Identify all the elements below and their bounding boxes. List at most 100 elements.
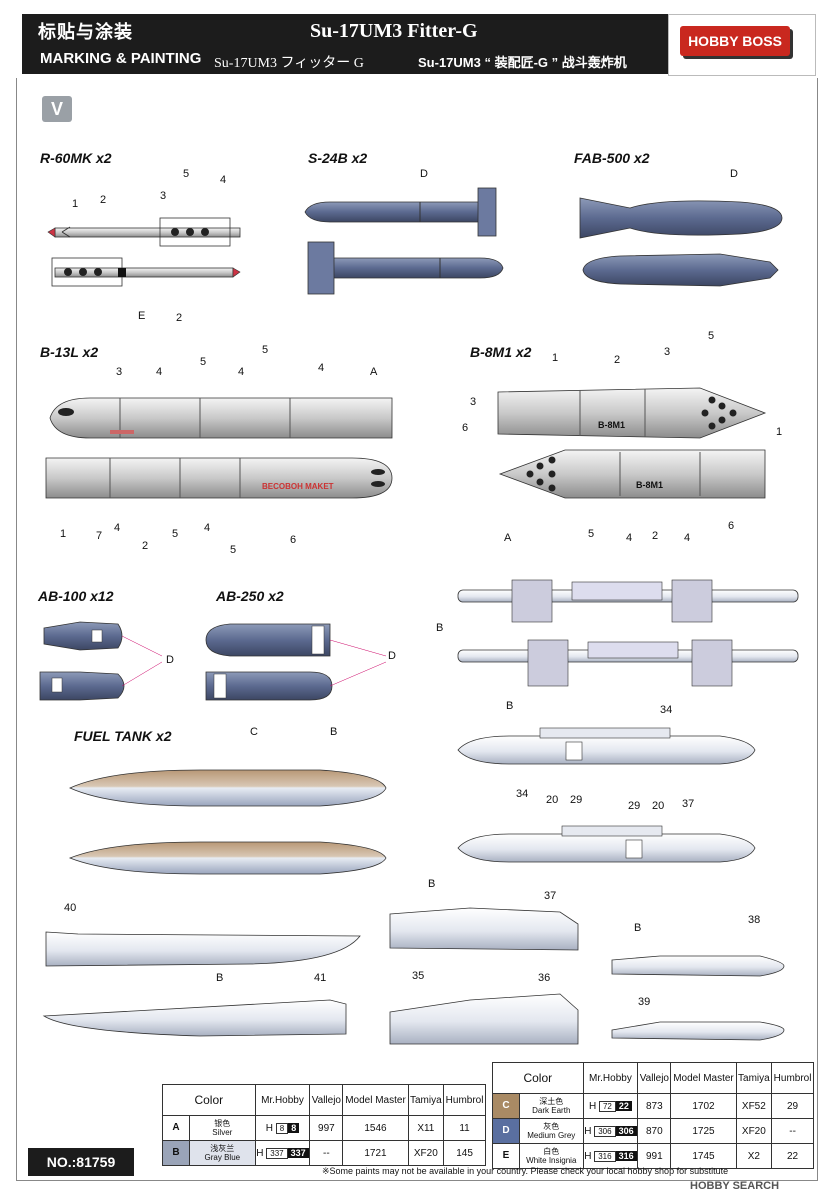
col-header-humbrol: Humbrol xyxy=(443,1084,486,1116)
callout: 4 xyxy=(204,522,211,534)
col-header-color: Color xyxy=(492,1062,584,1094)
rack-body-1 xyxy=(457,727,756,765)
callout: 34 xyxy=(660,704,673,716)
callout: 3 xyxy=(664,346,671,358)
tamiya-value: X11 xyxy=(407,1115,445,1141)
humbrol-value: -- xyxy=(771,1118,814,1144)
b8-marking-2: B-8M1 xyxy=(636,480,664,490)
callout: 1 xyxy=(776,426,783,438)
title-s24: S-24B x2 xyxy=(308,150,368,166)
b8-pod-1 xyxy=(497,387,767,439)
tamiya-value: X2 xyxy=(735,1143,773,1169)
callout: 36 xyxy=(538,972,551,984)
title-r60: R-60MK x2 xyxy=(40,150,112,166)
mm-value: 1725 xyxy=(670,1118,737,1144)
fuel-tank-2 xyxy=(68,841,387,875)
mm-value: 1546 xyxy=(342,1115,409,1141)
callout: 4 xyxy=(220,174,227,186)
callout: 2 xyxy=(614,354,621,366)
hobby-num: 306 xyxy=(615,1125,637,1136)
title-ab250: AB-250 x2 xyxy=(216,588,284,604)
paint-disclaimer: ※Some paints may not be available in you… xyxy=(322,1166,729,1176)
title-b8: B-8M1 x2 xyxy=(470,344,532,360)
callout: 6 xyxy=(728,520,735,532)
vallejo-value: -- xyxy=(309,1140,344,1166)
title-ab100: AB-100 x12 xyxy=(38,588,114,604)
callout: 4 xyxy=(114,522,121,534)
color-name-en: Gray Blue xyxy=(204,1153,241,1162)
hobby-num: 316 xyxy=(615,1150,637,1161)
fuel-tank-1 xyxy=(69,769,387,807)
col-header-vallejo: Vallejo xyxy=(309,1084,344,1116)
callout: B xyxy=(436,622,444,634)
tamiya-value: XF52 xyxy=(735,1093,773,1119)
color-name-cn: 灰色 xyxy=(543,1122,560,1131)
pylon-part-39 xyxy=(611,1021,785,1041)
callout: D xyxy=(420,168,428,180)
callout: 5 xyxy=(200,356,207,368)
callout: 5 xyxy=(708,330,715,342)
humbrol-value: 22 xyxy=(771,1143,814,1169)
ab100-bomb-1 xyxy=(43,621,123,651)
callout: 4 xyxy=(684,532,691,544)
callout: B xyxy=(428,878,436,890)
callout: D xyxy=(730,168,738,180)
hobby-num: 337 xyxy=(287,1147,309,1158)
b13-marking: BECOBOH MAKET xyxy=(262,482,334,491)
title-b13: B-13L x2 xyxy=(40,344,99,360)
tamiya-value: XF20 xyxy=(407,1140,445,1166)
hobby-num: 22 xyxy=(615,1100,632,1111)
swatch-d: D xyxy=(502,1125,510,1136)
hobby-code: 306 xyxy=(594,1125,616,1137)
color-name-cn: 深土色 xyxy=(539,1097,564,1106)
callout: 29 xyxy=(628,800,641,812)
hobby-num: 8 xyxy=(288,1122,300,1133)
b8-pod-2 xyxy=(498,449,766,499)
hobby-code: 316 xyxy=(594,1150,616,1162)
color-name-en: Dark Earth xyxy=(532,1106,571,1115)
mm-value: 1745 xyxy=(670,1143,737,1169)
fab500-bomb-1 xyxy=(579,197,783,239)
callout: 3 xyxy=(116,366,123,378)
swatch-e: E xyxy=(502,1150,510,1161)
color-name-en: White Insignia xyxy=(526,1156,577,1165)
b13-pod-1 xyxy=(49,397,393,439)
callout: 4 xyxy=(156,366,163,378)
watermark: HOBBY SEARCH xyxy=(690,1180,780,1192)
callout: B xyxy=(216,972,224,984)
title-cn: 标贴与涂装 xyxy=(38,22,133,42)
col-header-vallejo: Vallejo xyxy=(637,1062,672,1094)
ab250-bomb-2 xyxy=(205,671,333,701)
color-name-cn: 白色 xyxy=(543,1147,560,1156)
pylon-part-35 xyxy=(389,993,579,1045)
swatch-a: A xyxy=(165,1117,187,1139)
hobby-code: 8 xyxy=(275,1122,289,1134)
page-frame xyxy=(16,78,818,1181)
fab500-bomb-2 xyxy=(582,253,779,287)
callout: 20 xyxy=(652,800,665,812)
callout: C xyxy=(250,726,258,738)
callout: 6 xyxy=(462,422,469,434)
humbrol-value: 29 xyxy=(771,1093,814,1119)
callout: 2 xyxy=(100,194,107,206)
tamiya-value: XF20 xyxy=(735,1118,773,1144)
b8-marking-1: B-8M1 xyxy=(598,420,626,430)
s24-rocket-1 xyxy=(304,187,497,237)
ab250-bomb-1 xyxy=(205,623,331,657)
callout: 2 xyxy=(176,312,183,324)
callout: D xyxy=(166,654,174,666)
callout: 3 xyxy=(160,190,167,202)
col-header-tamiya: Tamiya xyxy=(735,1062,773,1094)
callout: 38 xyxy=(748,914,761,926)
swatch-b: B xyxy=(172,1147,180,1158)
callout: 2 xyxy=(142,540,149,552)
vallejo-value: 997 xyxy=(309,1115,344,1141)
callout: 3 xyxy=(470,396,477,408)
header-title-panel xyxy=(194,14,668,74)
callout: 7 xyxy=(96,530,103,542)
header-left-panel xyxy=(22,14,194,74)
